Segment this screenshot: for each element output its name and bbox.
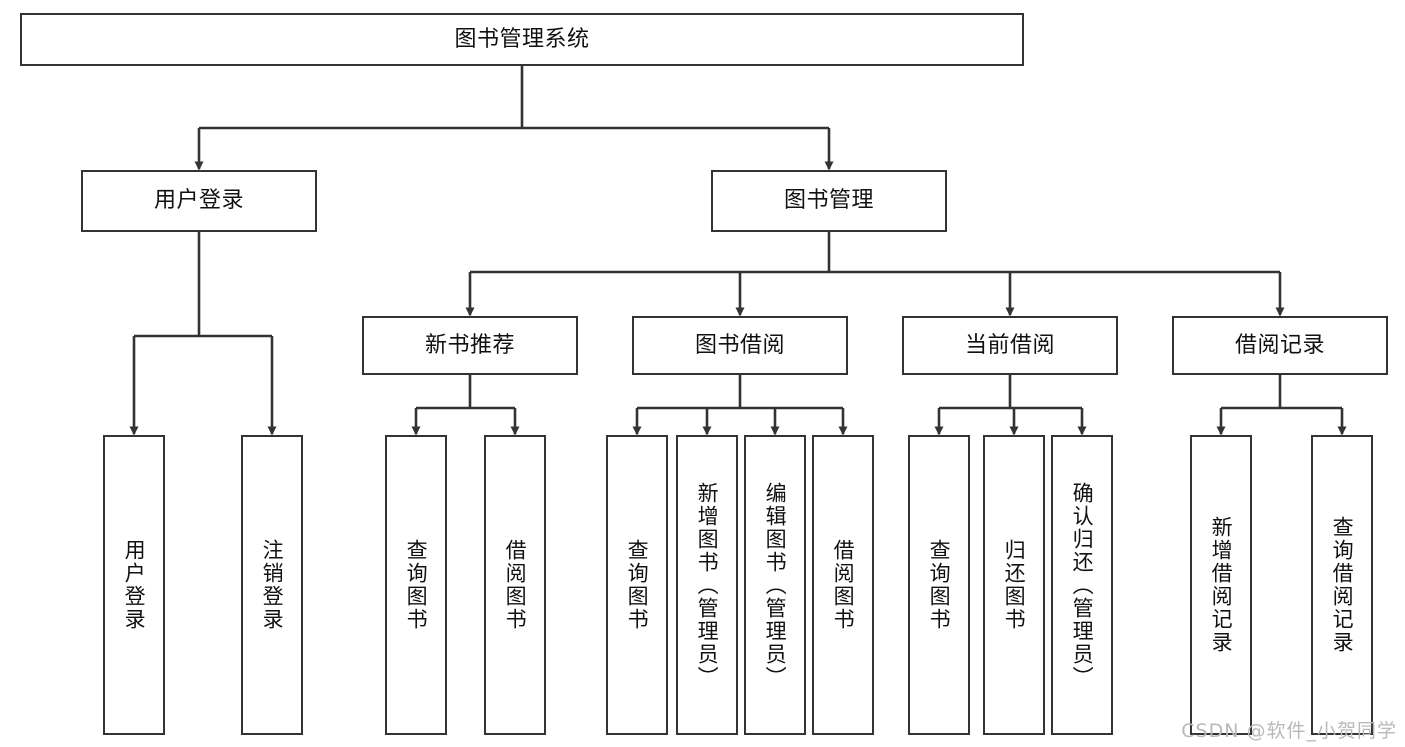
- node-label: 查询借阅记录: [1330, 516, 1355, 654]
- node-label: 归还图书: [1002, 539, 1027, 631]
- node-label: 图书借阅: [694, 332, 785, 358]
- node-label: 新增图书（管理员）: [695, 481, 720, 689]
- node-leaf_11[interactable]: 新增借阅记录: [1190, 435, 1252, 735]
- node-l2_1[interactable]: 图书管理: [711, 170, 947, 232]
- node-l3_0[interactable]: 新书推荐: [362, 316, 578, 375]
- node-label: 用户登录: [153, 188, 244, 214]
- node-leaf_0[interactable]: 用户登录: [103, 435, 165, 735]
- node-label: 查询图书: [404, 539, 429, 631]
- node-label: 用户登录: [122, 539, 147, 631]
- node-leaf_1[interactable]: 注销登录: [241, 435, 303, 735]
- node-l3_3[interactable]: 借阅记录: [1172, 316, 1388, 375]
- node-label: 编辑图书（管理员）: [763, 481, 788, 689]
- node-label: 查询图书: [625, 539, 650, 631]
- node-leaf_12[interactable]: 查询借阅记录: [1311, 435, 1373, 735]
- node-label: 新增借阅记录: [1209, 516, 1234, 654]
- node-leaf_4[interactable]: 查询图书: [606, 435, 668, 735]
- node-label: 当前借阅: [964, 332, 1055, 358]
- node-leaf_2[interactable]: 查询图书: [385, 435, 447, 735]
- node-label: 借阅图书: [503, 539, 528, 631]
- node-leaf_7[interactable]: 借阅图书: [812, 435, 874, 735]
- node-label: 图书管理系统: [454, 26, 590, 52]
- node-leaf_6[interactable]: 编辑图书（管理员）: [744, 435, 806, 735]
- node-leaf_10[interactable]: 确认归还（管理员）: [1051, 435, 1113, 735]
- node-label: 注销登录: [260, 539, 285, 631]
- node-label: 借阅记录: [1234, 332, 1325, 358]
- node-label: 新书推荐: [424, 332, 515, 358]
- node-label: 确认归还（管理员）: [1070, 481, 1095, 689]
- node-root[interactable]: 图书管理系统: [20, 13, 1024, 66]
- node-l3_2[interactable]: 当前借阅: [902, 316, 1118, 375]
- node-leaf_5[interactable]: 新增图书（管理员）: [676, 435, 738, 735]
- node-l2_0[interactable]: 用户登录: [81, 170, 317, 232]
- node-label: 图书管理: [783, 188, 874, 214]
- node-l3_1[interactable]: 图书借阅: [632, 316, 848, 375]
- node-leaf_3[interactable]: 借阅图书: [484, 435, 546, 735]
- node-leaf_9[interactable]: 归还图书: [983, 435, 1045, 735]
- node-label: 查询图书: [927, 539, 952, 631]
- node-label: 借阅图书: [831, 539, 856, 631]
- node-leaf_8[interactable]: 查询图书: [908, 435, 970, 735]
